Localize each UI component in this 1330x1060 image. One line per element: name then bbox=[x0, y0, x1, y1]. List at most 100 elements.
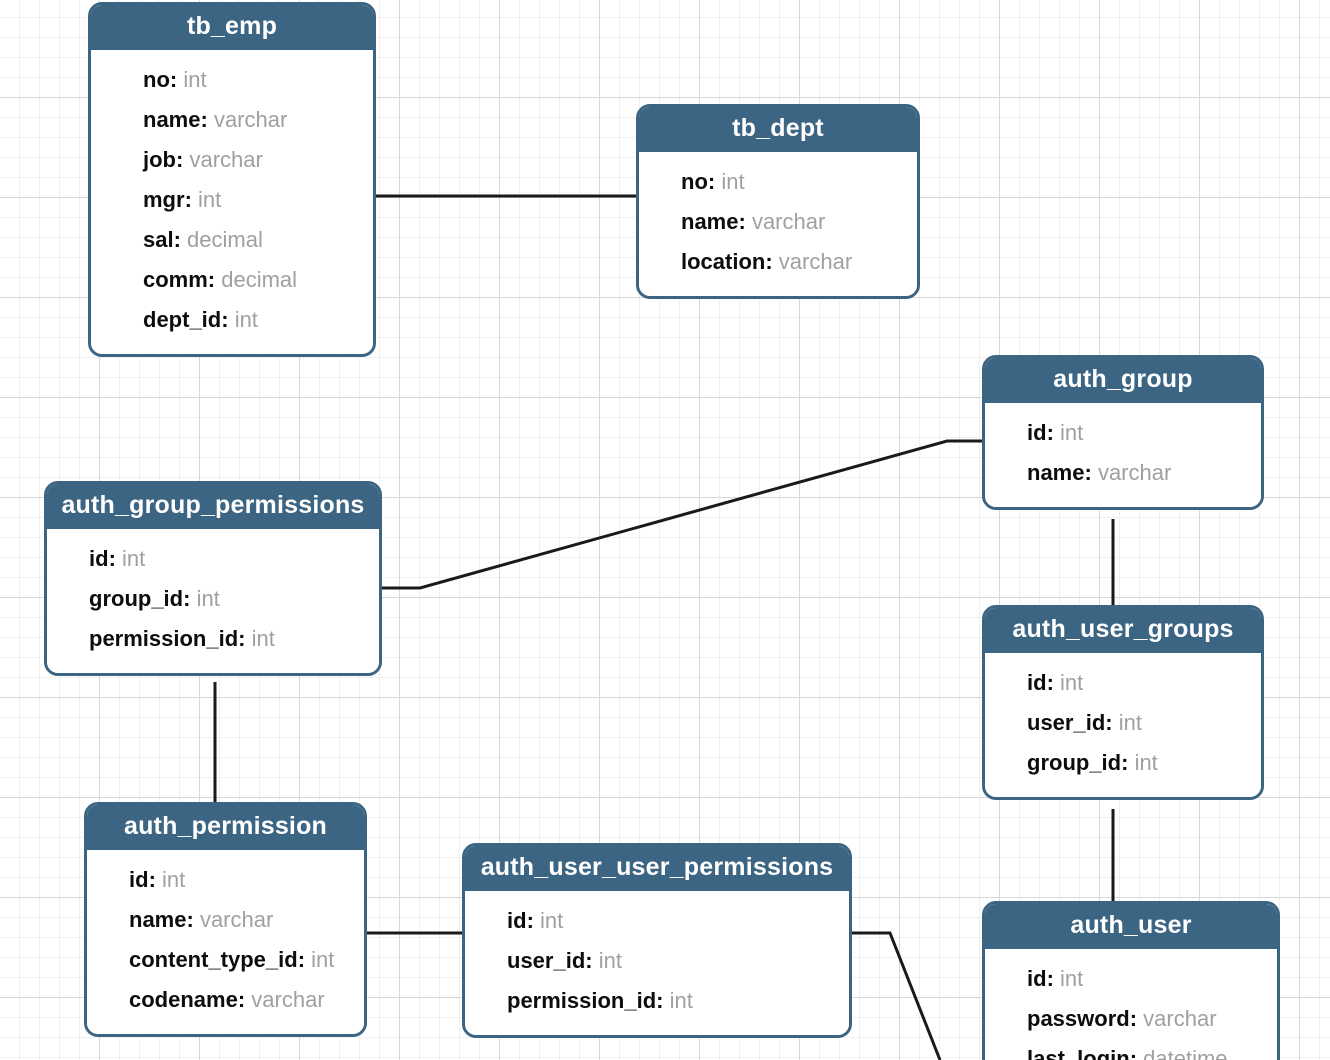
field-name: comm bbox=[143, 267, 208, 292]
field-separator: : bbox=[656, 988, 670, 1013]
field-name: dept_id bbox=[143, 307, 222, 332]
field-row[interactable]: mgr: int bbox=[91, 180, 373, 220]
field-row[interactable]: user_id: int bbox=[985, 703, 1261, 743]
field-separator: : bbox=[297, 947, 312, 972]
relationship-line-groupperm-group[interactable] bbox=[381, 439, 983, 590]
field-type: varchar bbox=[199, 907, 274, 932]
field-row[interactable]: name: varchar bbox=[91, 100, 373, 140]
field-type: int bbox=[598, 948, 622, 973]
field-type: varchar bbox=[189, 147, 263, 172]
field-row[interactable]: permission_id: int bbox=[47, 619, 379, 659]
field-separator: : bbox=[1129, 1006, 1144, 1031]
field-name: name bbox=[681, 209, 739, 234]
field-row[interactable]: job: varchar bbox=[91, 140, 373, 180]
field-separator: : bbox=[585, 948, 599, 973]
field-separator: : bbox=[169, 67, 184, 92]
field-row[interactable]: codename: varchar bbox=[87, 980, 364, 1020]
field-type: int bbox=[540, 908, 564, 933]
field-row[interactable]: name: varchar bbox=[87, 900, 364, 940]
field-separator: : bbox=[1046, 966, 1061, 991]
entity-title-auth_user_user_permissions[interactable]: auth_user_user_permissions bbox=[465, 846, 849, 891]
field-separator: : bbox=[707, 169, 722, 194]
field-type: int bbox=[196, 586, 220, 611]
field-type: int bbox=[1060, 670, 1084, 695]
field-row[interactable]: id: int bbox=[47, 539, 379, 579]
relationship-line-userperm-user[interactable] bbox=[852, 931, 942, 1060]
field-row[interactable]: no: int bbox=[639, 162, 917, 202]
field-row[interactable]: comm: decimal bbox=[91, 260, 373, 300]
field-row[interactable]: id: int bbox=[985, 959, 1277, 999]
field-type: varchar bbox=[751, 209, 826, 234]
field-type: int bbox=[183, 67, 207, 92]
field-separator: : bbox=[1084, 460, 1098, 485]
field-name: mgr bbox=[143, 187, 185, 212]
field-separator: : bbox=[237, 987, 252, 1012]
field-type: int bbox=[669, 988, 693, 1013]
field-row[interactable]: content_type_id: int bbox=[87, 940, 364, 980]
field-separator: : bbox=[148, 867, 163, 892]
field-type: int bbox=[1060, 966, 1084, 991]
field-name: no bbox=[681, 169, 708, 194]
entity-title-tb_dept[interactable]: tb_dept bbox=[639, 107, 917, 152]
entity-title-tb_emp[interactable]: tb_emp bbox=[91, 5, 373, 50]
entity-title-auth_group[interactable]: auth_group bbox=[985, 358, 1261, 403]
field-name: id bbox=[1027, 966, 1047, 991]
field-row[interactable]: id: int bbox=[985, 413, 1261, 453]
field-type: int bbox=[1118, 710, 1142, 735]
field-row[interactable]: password: varchar bbox=[985, 999, 1277, 1039]
entity-title-auth_group_permissions[interactable]: auth_group_permissions bbox=[47, 484, 379, 529]
field-type: varchar bbox=[1097, 460, 1172, 485]
field-name: id bbox=[129, 867, 149, 892]
field-row[interactable]: id: int bbox=[465, 901, 849, 941]
field-row[interactable]: sal: decimal bbox=[91, 220, 373, 260]
field-name: sal bbox=[143, 227, 174, 252]
field-name: user_id bbox=[507, 948, 586, 973]
field-type: varchar bbox=[251, 987, 325, 1012]
entity-title-auth_user[interactable]: auth_user bbox=[985, 904, 1277, 949]
field-type: datetime bbox=[1143, 1046, 1228, 1060]
field-row[interactable]: group_id: int bbox=[47, 579, 379, 619]
field-type: varchar bbox=[1143, 1006, 1217, 1031]
field-name: user_id bbox=[1027, 710, 1106, 735]
field-type: int bbox=[251, 626, 275, 651]
field-row[interactable]: permission_id: int bbox=[465, 981, 849, 1021]
field-separator: : bbox=[1129, 1046, 1144, 1060]
field-type: decimal bbox=[187, 227, 263, 252]
field-row[interactable]: dept_id: int bbox=[91, 300, 373, 340]
field-separator: : bbox=[108, 546, 123, 571]
field-name: codename bbox=[129, 987, 238, 1012]
entity-title-auth_user_groups[interactable]: auth_user_groups bbox=[985, 608, 1261, 653]
entity-title-auth_permission[interactable]: auth_permission bbox=[87, 805, 364, 850]
field-type: int bbox=[1134, 750, 1158, 775]
field-name: last_login bbox=[1027, 1046, 1130, 1060]
field-row[interactable]: location: varchar bbox=[639, 242, 917, 282]
field-name: content_type_id bbox=[129, 947, 298, 972]
field-separator: : bbox=[238, 626, 252, 651]
field-type: int bbox=[721, 169, 745, 194]
field-type: int bbox=[234, 307, 258, 332]
field-type: int bbox=[198, 187, 222, 212]
field-row[interactable]: name: varchar bbox=[639, 202, 917, 242]
field-row[interactable]: name: varchar bbox=[985, 453, 1261, 493]
field-separator: : bbox=[221, 307, 235, 332]
field-row[interactable]: no: int bbox=[91, 60, 373, 100]
field-row[interactable]: group_id: int bbox=[985, 743, 1261, 783]
field-row[interactable]: id: int bbox=[985, 663, 1261, 703]
field-row[interactable]: last_login: datetime bbox=[985, 1039, 1277, 1060]
field-name: id bbox=[89, 546, 109, 571]
field-name: name bbox=[129, 907, 187, 932]
field-type: decimal bbox=[221, 267, 298, 292]
field-row[interactable]: user_id: int bbox=[465, 941, 849, 981]
field-row[interactable]: id: int bbox=[87, 860, 364, 900]
field-name: name bbox=[1027, 460, 1085, 485]
